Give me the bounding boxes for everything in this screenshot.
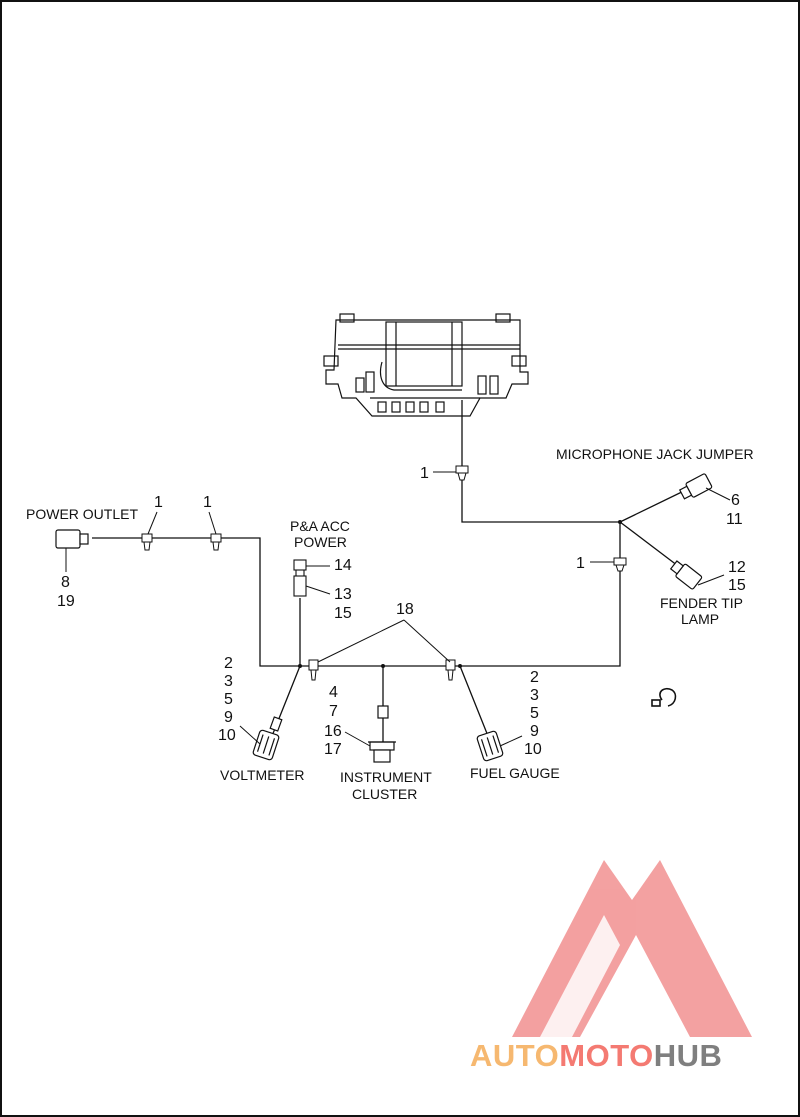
callout-pa-lower: 15 (334, 605, 352, 622)
voltmeter-label: VOLTMETER (220, 767, 305, 783)
watermark-logo (512, 860, 752, 1037)
callout-top-clip: 1 (420, 465, 429, 482)
pa-acc-label-line2: POWER (294, 534, 347, 550)
fuel-gauge-connector (476, 730, 504, 762)
microphone-jack-connector (678, 473, 713, 500)
clip-outlet-b (210, 533, 222, 551)
watermark-moto: MOTO (559, 1038, 653, 1073)
callout-volt-ref: 3 (224, 673, 233, 690)
clip-junction-left (308, 659, 319, 681)
fender-tip-label-line1: FENDER TIP (660, 595, 743, 611)
callout-fuel-ref: 9 (530, 723, 539, 740)
callout-outlet-ref: 19 (57, 593, 75, 610)
callout-volt-ref: 10 (218, 727, 236, 744)
microphone-jack-label: MICROPHONE JACK JUMPER (556, 446, 754, 462)
callout-mic-ref: 11 (726, 511, 743, 528)
power-outlet-label: POWER OUTLET (26, 506, 138, 522)
instrument-cluster-label-line2: CLUSTER (352, 786, 417, 802)
callout-volt-ref: 9 (224, 709, 233, 726)
clip-top (455, 465, 469, 481)
callout-cluster-ref: 17 (324, 741, 342, 758)
callout-pa-lower: 13 (334, 586, 352, 603)
callout-volt-ref: 5 (224, 691, 233, 708)
instrument-cluster-label-line1: INSTRUMENT (340, 769, 432, 785)
fuel-gauge-label: FUEL GAUGE (470, 765, 560, 781)
callout-junction: 18 (396, 601, 414, 618)
clip-outlet-a (141, 533, 153, 551)
loose-clamp-icon (651, 687, 677, 707)
callout-pa-upper: 14 (334, 557, 352, 574)
callout-fender-ref: 12 (728, 559, 746, 576)
fender-tip-label-line2: LAMP (681, 611, 719, 627)
watermark-hub: HUB (654, 1038, 723, 1073)
callout-right-clip: 1 (576, 555, 585, 572)
watermark-text: AUTOMOTOHUB (470, 1038, 722, 1073)
callout-volt-ref: 2 (224, 655, 233, 672)
control-module (323, 313, 529, 417)
callout-fender-ref: 15 (728, 577, 746, 594)
instrument-cluster-connector (368, 705, 396, 763)
callout-outlet-clip-b: 1 (203, 494, 212, 511)
leader-lines (65, 471, 731, 747)
callout-mic-ref: 6 (731, 492, 740, 509)
callout-outlet-ref: 8 (61, 574, 70, 591)
watermark-auto: AUTO (470, 1038, 559, 1073)
clip-junction-right (445, 659, 456, 681)
callout-outlet-clip-a: 1 (154, 494, 163, 511)
callout-fuel-ref: 5 (530, 705, 539, 722)
junction-dots (298, 520, 622, 668)
callout-fuel-ref: 2 (530, 669, 539, 686)
callout-cluster-ref: 7 (329, 703, 338, 720)
voltmeter-connector (252, 716, 283, 761)
callout-cluster-ref: 16 (324, 723, 342, 740)
power-outlet-connector (55, 529, 89, 549)
fender-tip-connector (669, 560, 703, 590)
callout-fuel-ref: 3 (530, 687, 539, 704)
callout-cluster-ref: 4 (329, 684, 338, 701)
logo-stroke-icon (540, 915, 620, 1037)
pa-acc-label-line1: P&A ACC (290, 518, 350, 534)
clip-right (613, 557, 627, 572)
logo-triangle-icon (512, 860, 752, 1037)
callout-fuel-ref: 10 (524, 741, 542, 758)
pa-acc-connector (293, 559, 307, 597)
